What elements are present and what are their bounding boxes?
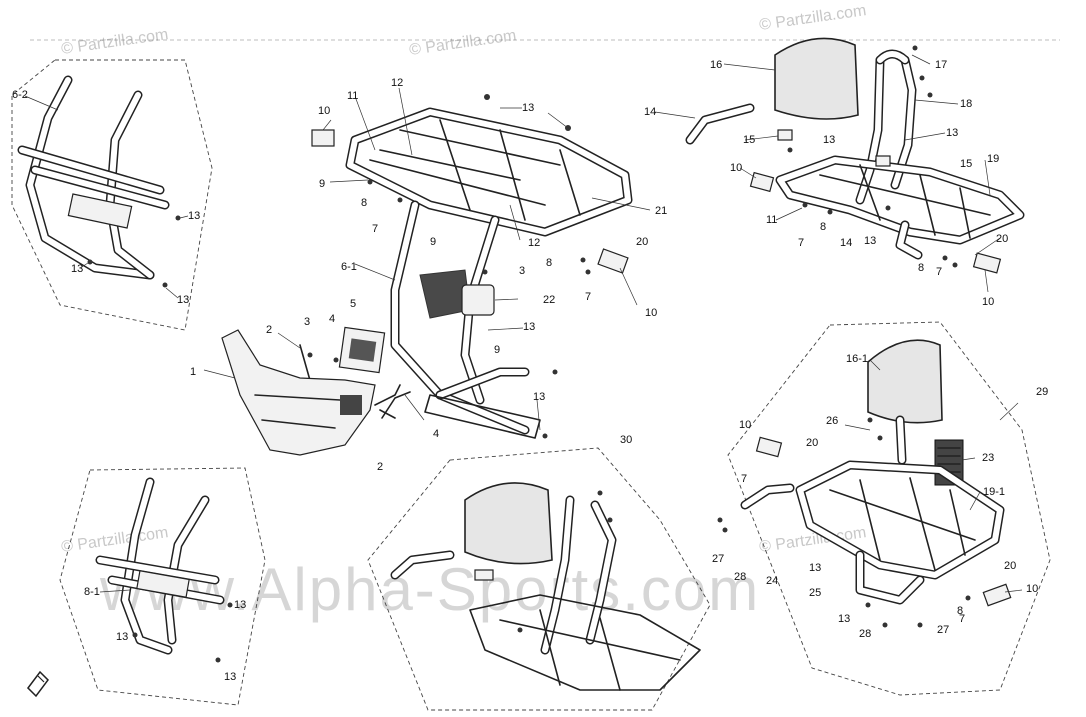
backrest-rack-assembly-29	[717, 339, 1023, 628]
callout-9: 9	[319, 178, 325, 190]
callout-22: 22	[543, 294, 555, 306]
callout-3: 3	[304, 316, 310, 328]
callout-8-1: 8-1	[84, 586, 100, 598]
callout-13: 13	[809, 562, 821, 574]
callout-15: 15	[960, 158, 972, 170]
watermark-partzilla: © Partzilla.com	[60, 26, 169, 58]
callout-6-1: 6-1	[341, 261, 357, 273]
callout-13: 13	[177, 294, 189, 306]
arrow-icon	[27, 670, 49, 698]
callout-10: 10	[645, 307, 657, 319]
group-outline-6-2	[11, 59, 213, 331]
backrest-rack-assembly-30	[390, 482, 701, 691]
callout-13: 13	[838, 613, 850, 625]
callout-8: 8	[546, 257, 552, 269]
callout-13: 13	[946, 127, 958, 139]
main-rack-assembly	[203, 87, 651, 456]
callout-10: 10	[318, 105, 330, 117]
callout-2: 2	[266, 324, 272, 336]
callout-2: 2	[377, 461, 383, 473]
callout-13: 13	[234, 599, 246, 611]
group-outline-29	[727, 321, 1051, 696]
callout-10: 10	[1026, 583, 1038, 595]
group-outline-8-1	[59, 467, 266, 706]
callout-4: 4	[433, 428, 439, 440]
callout-7: 7	[959, 613, 965, 625]
watermark-partzilla: © Partzilla.com	[408, 27, 517, 59]
group-outlines	[11, 39, 1060, 711]
callout-1: 1	[190, 366, 196, 378]
callout-13: 13	[71, 263, 83, 275]
callout-7: 7	[372, 223, 378, 235]
callout-8: 8	[918, 262, 924, 274]
callout-13: 13	[522, 102, 534, 114]
callout-13: 13	[116, 631, 128, 643]
callout-30: 30	[620, 434, 632, 446]
callout-14: 14	[840, 237, 852, 249]
callout-13: 13	[533, 391, 545, 403]
backrest-rack-assembly	[654, 37, 1025, 293]
callout-19: 19	[987, 153, 999, 165]
callout-9: 9	[430, 236, 436, 248]
callout-15: 15	[743, 134, 755, 146]
callout-20: 20	[806, 437, 818, 449]
callout-7: 7	[585, 291, 591, 303]
callout-7: 7	[798, 237, 804, 249]
callout-12: 12	[391, 77, 403, 89]
watermark-partzilla: © Partzilla.com	[758, 2, 867, 34]
callout-5: 5	[350, 298, 356, 310]
watermark-partzilla: © Partzilla.com	[60, 524, 169, 556]
callout-3: 3	[519, 265, 525, 277]
rear-guard-8-1	[95, 477, 233, 663]
callout-24: 24	[766, 575, 778, 587]
watermark-alpha-sports: www.Alpha-Sports.com	[99, 556, 760, 623]
group-outline-30	[367, 447, 711, 711]
callout-20: 20	[1004, 560, 1016, 572]
callouts: 6-2 13 13 13 10 11 12 13 9 8 7 9 12 21 2…	[12, 59, 1048, 683]
callout-13: 13	[523, 321, 535, 333]
callout-19-1: 19-1	[983, 486, 1005, 498]
callout-14: 14	[644, 106, 656, 118]
callout-23: 23	[982, 452, 994, 464]
callout-13: 13	[823, 134, 835, 146]
callout-4: 4	[329, 313, 335, 325]
callout-28: 28	[734, 571, 746, 583]
callout-20: 20	[996, 233, 1008, 245]
callout-18: 18	[960, 98, 972, 110]
callout-10: 10	[730, 162, 742, 174]
callout-27: 27	[937, 624, 949, 636]
callout-13: 13	[224, 671, 236, 683]
callout-16-1: 16-1	[846, 353, 868, 365]
callout-25: 25	[809, 587, 821, 599]
callout-7: 7	[741, 473, 747, 485]
callout-20: 20	[636, 236, 648, 248]
callout-10: 10	[739, 419, 751, 431]
callout-11: 11	[347, 90, 358, 102]
callout-29: 29	[1036, 386, 1048, 398]
callout-9: 9	[494, 344, 500, 356]
callout-13: 13	[864, 235, 876, 247]
front-guard-6-2	[17, 75, 189, 299]
callout-27: 27	[712, 553, 724, 565]
callout-21: 21	[655, 205, 667, 217]
callout-7: 7	[936, 266, 942, 278]
callout-10: 10	[982, 296, 994, 308]
callout-8: 8	[820, 221, 826, 233]
callout-12: 12	[528, 237, 540, 249]
callout-17: 17	[935, 59, 947, 71]
callout-6-2: 6-2	[12, 89, 28, 101]
callout-26: 26	[826, 415, 838, 427]
callout-13: 13	[188, 210, 200, 222]
callout-28: 28	[859, 628, 871, 640]
callout-8: 8	[361, 197, 367, 209]
callout-8: 8	[957, 605, 963, 617]
callout-16: 16	[710, 59, 722, 71]
callout-11: 11	[766, 214, 777, 226]
